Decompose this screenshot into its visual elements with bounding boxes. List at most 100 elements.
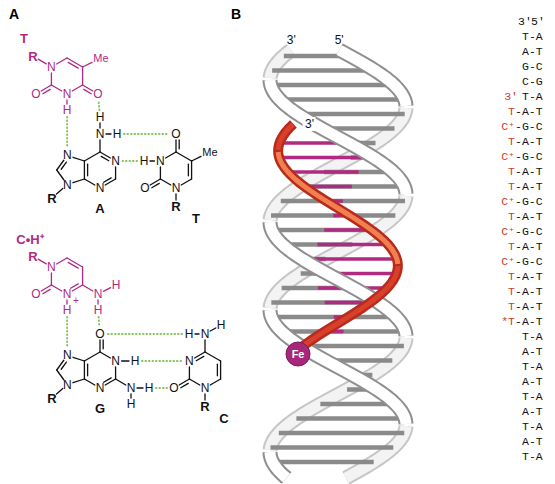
sequence-text: -A-T — [515, 166, 543, 178]
chemical-bond — [51, 285, 61, 291]
base-label: R — [200, 400, 209, 413]
base-label: T — [192, 212, 200, 225]
sequence-text: -G-C — [515, 121, 543, 133]
chemical-bond — [104, 378, 112, 382]
chemical-bond — [57, 258, 67, 264]
atom-label: N — [96, 128, 105, 140]
atom-label: H — [145, 382, 154, 394]
sequence-text: -A-T — [515, 286, 543, 298]
hydrogen-bond — [156, 387, 167, 389]
atom-label: O — [93, 88, 102, 100]
hydrogen-bond — [66, 317, 68, 348]
atom-label: N — [156, 155, 165, 167]
chemical-bond — [84, 352, 100, 361]
chemical-bond — [87, 164, 88, 176]
hydrogen-bond — [66, 117, 68, 148]
chemical-bond — [181, 179, 191, 185]
chemical-bond — [101, 156, 109, 160]
atom-label: O — [31, 288, 40, 300]
chemical-bond — [51, 73, 52, 85]
base-label: C — [219, 412, 228, 425]
chemical-bond — [72, 85, 82, 91]
chemical-bond — [160, 179, 170, 185]
base-pair-rung — [271, 213, 395, 218]
atom-label: H — [94, 304, 103, 316]
base-label: G — [95, 402, 105, 415]
atom-label: N — [185, 355, 194, 367]
atom-label: 3' — [287, 34, 296, 46]
chemical-bond — [191, 161, 192, 179]
atom-label: N — [172, 182, 181, 194]
atom-label: N — [63, 349, 72, 361]
chemical-bond — [84, 161, 85, 179]
chemical-bond — [82, 67, 83, 85]
chemical-bond — [220, 361, 221, 379]
atom-label: H — [113, 128, 122, 140]
triplex-rung — [317, 243, 388, 247]
sequence-text: T-A — [522, 391, 543, 403]
chemical-bond — [175, 140, 176, 152]
atom-label: N — [63, 88, 72, 100]
chemical-bond — [210, 328, 216, 331]
chemical-bond — [43, 89, 50, 93]
sequence-text: T — [508, 241, 515, 253]
hydrogen-bond — [107, 333, 182, 335]
chemical-bond — [152, 183, 159, 187]
chemical-bond — [87, 364, 88, 376]
dna-strand-front — [339, 50, 406, 106]
chemical-bond — [189, 379, 199, 385]
sequence-text: -G-C — [515, 226, 543, 238]
sequence-text: 3' — [518, 16, 532, 28]
sequence-text: -A-T — [515, 301, 543, 313]
base-pair-rung — [271, 315, 396, 320]
hydrogen-bond — [142, 360, 182, 362]
triplex-rung — [314, 257, 397, 261]
chemical-bond — [73, 179, 84, 183]
atom-label: N — [96, 382, 105, 394]
chemical-bond — [84, 89, 91, 93]
chemical-bond — [204, 340, 205, 352]
sequence-text: 5' — [531, 16, 545, 28]
atom-label: H — [63, 104, 72, 116]
atom-label: N — [111, 355, 120, 367]
sequence-text: 3' — [504, 91, 518, 103]
chemical-bond — [137, 387, 143, 388]
atom-label: O — [140, 182, 149, 194]
chemical-bond — [100, 352, 110, 358]
atom-label: Me — [202, 147, 217, 158]
chemical-bond — [57, 360, 64, 370]
atom-label: 5' — [335, 34, 344, 46]
atom-label: N — [96, 182, 105, 194]
chemical-bond — [38, 259, 46, 264]
dna-strand-front — [270, 452, 287, 478]
sequence-text: A-T — [522, 406, 543, 418]
chemical-bond — [210, 379, 220, 385]
sequence-text: -A-T — [515, 181, 543, 193]
atom-label: N — [94, 288, 103, 300]
sequence-text: -G-C — [515, 256, 543, 268]
base-pair-rung — [281, 199, 405, 204]
sequence-text: T — [508, 211, 515, 223]
sequence-text: C⁺ — [501, 151, 515, 163]
chemical-bond — [150, 160, 154, 161]
chemical-bond — [61, 162, 66, 169]
atom-label: N — [111, 155, 120, 167]
triplex-rung — [288, 170, 359, 174]
chemical-bond — [68, 62, 78, 68]
atom-label: H — [112, 279, 121, 291]
sequence-text: C⁺ — [501, 256, 515, 268]
sequence-text: T — [508, 271, 515, 283]
sequence-text: T-A — [522, 31, 543, 43]
base-pair-rung — [282, 329, 406, 334]
sequence-text: -G-C — [515, 151, 543, 163]
iron-cleavage-site: Fe — [285, 341, 311, 367]
base-label: A — [95, 202, 104, 215]
chemical-bond — [82, 267, 83, 285]
sequence-text: -A-T — [515, 241, 543, 253]
atom-label: N — [47, 61, 56, 73]
chemical-bond — [57, 389, 63, 394]
chemical-bond — [43, 289, 50, 293]
hydrogen-bond — [98, 101, 101, 110]
